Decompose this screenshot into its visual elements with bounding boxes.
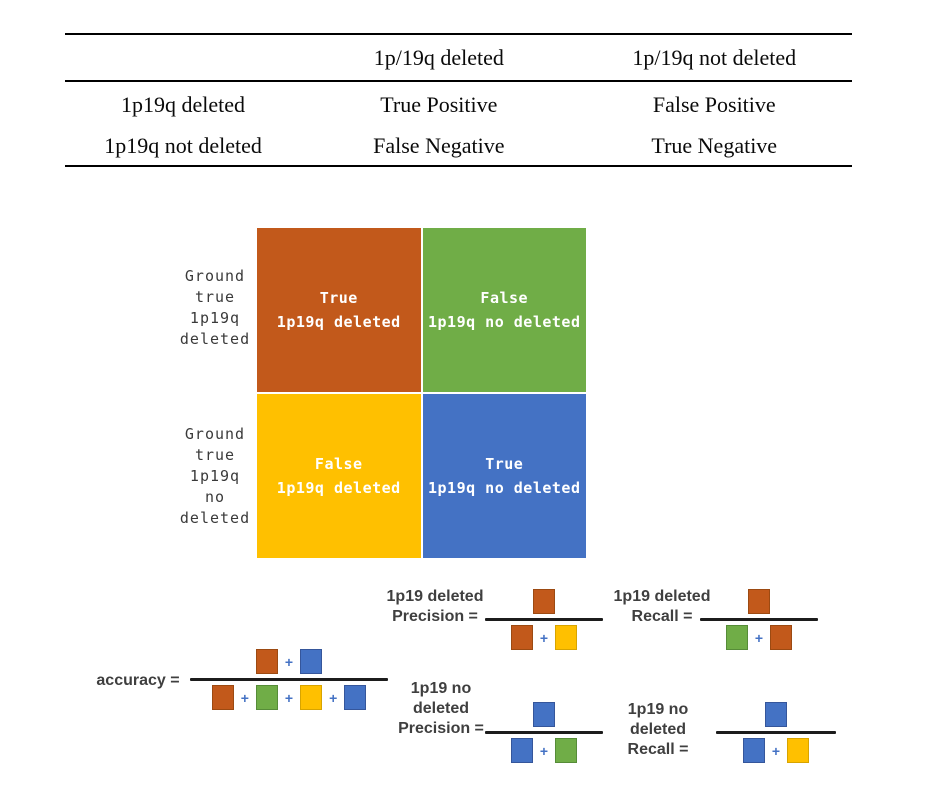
label-line: 1p19 no [410, 680, 472, 697]
orange-square [510, 625, 533, 650]
plus-sign: + [539, 742, 549, 759]
table-row: 1p19q deleted True Positive False Positi… [65, 84, 852, 125]
blue-square [533, 702, 555, 727]
label-line: deleted [179, 330, 251, 348]
label-line: 1p19q [189, 309, 241, 327]
label-line: Precision = [392, 608, 478, 625]
precision-no-deleted-fraction: + [485, 701, 603, 764]
label-line: Precision = [398, 720, 484, 737]
orange-square [748, 589, 770, 614]
plus-sign: + [754, 629, 764, 646]
fraction-bar [485, 731, 603, 734]
cell-line: 1p19q deleted [276, 313, 401, 331]
accuracy-denominator: + + + [211, 684, 367, 711]
precision-deleted-label: 1p19 deleted Precision = [383, 587, 487, 627]
blue-square [300, 649, 323, 674]
recall-no-deleted-numerator [765, 701, 787, 728]
recall-deleted-numerator [748, 588, 770, 615]
fraction-bar [716, 731, 836, 734]
precision-deleted-fraction: + [485, 588, 603, 651]
plus-sign: + [329, 689, 338, 706]
ground-truth-label-deleted: Ground true 1p19q deleted [145, 266, 285, 350]
label-line: 1p19 deleted [386, 588, 484, 605]
confusion-definition-table: 1p/19q deleted 1p/19q not deleted 1p19q … [65, 33, 852, 167]
recall-deleted-denominator: + [725, 624, 793, 651]
precision-deleted-numerator [533, 588, 555, 615]
label-line: deleted [412, 700, 469, 717]
table-header-not-deleted: 1p/19q not deleted [632, 44, 797, 70]
label-line: Ground [184, 425, 246, 443]
label-line: 1p19q [189, 467, 241, 485]
accuracy-fraction: + + + + [190, 648, 388, 711]
cell-line: True [319, 289, 358, 307]
fraction-bar [700, 618, 818, 621]
recall-no-deleted-label: 1p19 no deleted Recall = [598, 700, 718, 760]
label-line: 1p19 deleted [613, 588, 711, 605]
table-header-deleted: 1p/19q deleted [373, 44, 504, 70]
table-header-row: 1p/19q deleted 1p/19q not deleted [65, 35, 852, 82]
recall-no-deleted-denominator: + [742, 737, 810, 764]
accuracy-numerator: + [255, 648, 323, 675]
orange-square [770, 625, 793, 650]
cell-line: 1p19q no deleted [428, 313, 581, 331]
blue-square [344, 685, 367, 710]
fraction-bar [190, 678, 388, 681]
green-square [725, 625, 748, 650]
row-label-not-deleted: 1p19q not deleted [104, 132, 262, 158]
accuracy-label: accuracy = [96, 672, 180, 689]
blue-square [510, 738, 533, 763]
label-line: true [194, 288, 236, 306]
cell-line: True [485, 455, 524, 473]
cell-true-negative: True Negative [651, 132, 778, 158]
blue-square [765, 702, 787, 727]
orange-square [255, 649, 278, 674]
label-line: Recall = [627, 741, 689, 758]
plus-sign: + [240, 689, 249, 706]
precision-no-deleted-label: 1p19 no deleted Precision = [393, 679, 489, 739]
label-line: true [194, 446, 236, 464]
matrix-cell-true-no-deleted: True 1p19q no deleted [422, 394, 586, 558]
cell-false-positive: False Positive [652, 91, 776, 117]
recall-deleted-label: 1p19 deleted Recall = [610, 587, 714, 627]
cell-line: 1p19q no deleted [428, 479, 581, 497]
green-square [555, 738, 578, 763]
orange-square [533, 589, 555, 614]
label-line: no [204, 488, 226, 506]
blue-square [742, 738, 765, 763]
matrix-cell-false-deleted: False 1p19q deleted [257, 394, 421, 558]
precision-no-deleted-numerator [533, 701, 555, 728]
orange-square [211, 685, 234, 710]
cell-true-positive: True Positive [380, 91, 498, 117]
ground-truth-label-no-deleted: Ground true 1p19q no deleted [145, 424, 285, 529]
confusion-matrix: True 1p19q deleted False 1p19q no delete… [257, 228, 586, 558]
matrix-cell-true-deleted: True 1p19q deleted [257, 228, 421, 392]
cell-line: False [314, 455, 363, 473]
recall-no-deleted-fraction: + [716, 701, 836, 764]
label-line: Recall = [631, 608, 693, 625]
plus-sign: + [771, 742, 781, 759]
precision-no-deleted-denominator: + [510, 737, 578, 764]
row-label-deleted: 1p19q deleted [121, 91, 246, 117]
matrix-cell-false-no-deleted: False 1p19q no deleted [422, 228, 586, 392]
cell-false-negative: False Negative [373, 132, 505, 158]
yellow-square [787, 738, 810, 763]
fraction-bar [485, 618, 603, 621]
yellow-square [555, 625, 578, 650]
green-square [255, 685, 278, 710]
cell-line: False [480, 289, 529, 307]
precision-deleted-denominator: + [510, 624, 578, 651]
cell-line: 1p19q deleted [276, 479, 401, 497]
recall-deleted-fraction: + [700, 588, 818, 651]
plus-sign: + [284, 689, 294, 706]
plus-sign: + [284, 653, 294, 670]
table-row: 1p19q not deleted False Negative True Ne… [65, 125, 852, 166]
yellow-square [300, 685, 323, 710]
plus-sign: + [539, 629, 549, 646]
label-line: Ground [184, 267, 246, 285]
label-line: 1p19 no deleted [627, 701, 689, 738]
label-line: deleted [179, 509, 251, 527]
